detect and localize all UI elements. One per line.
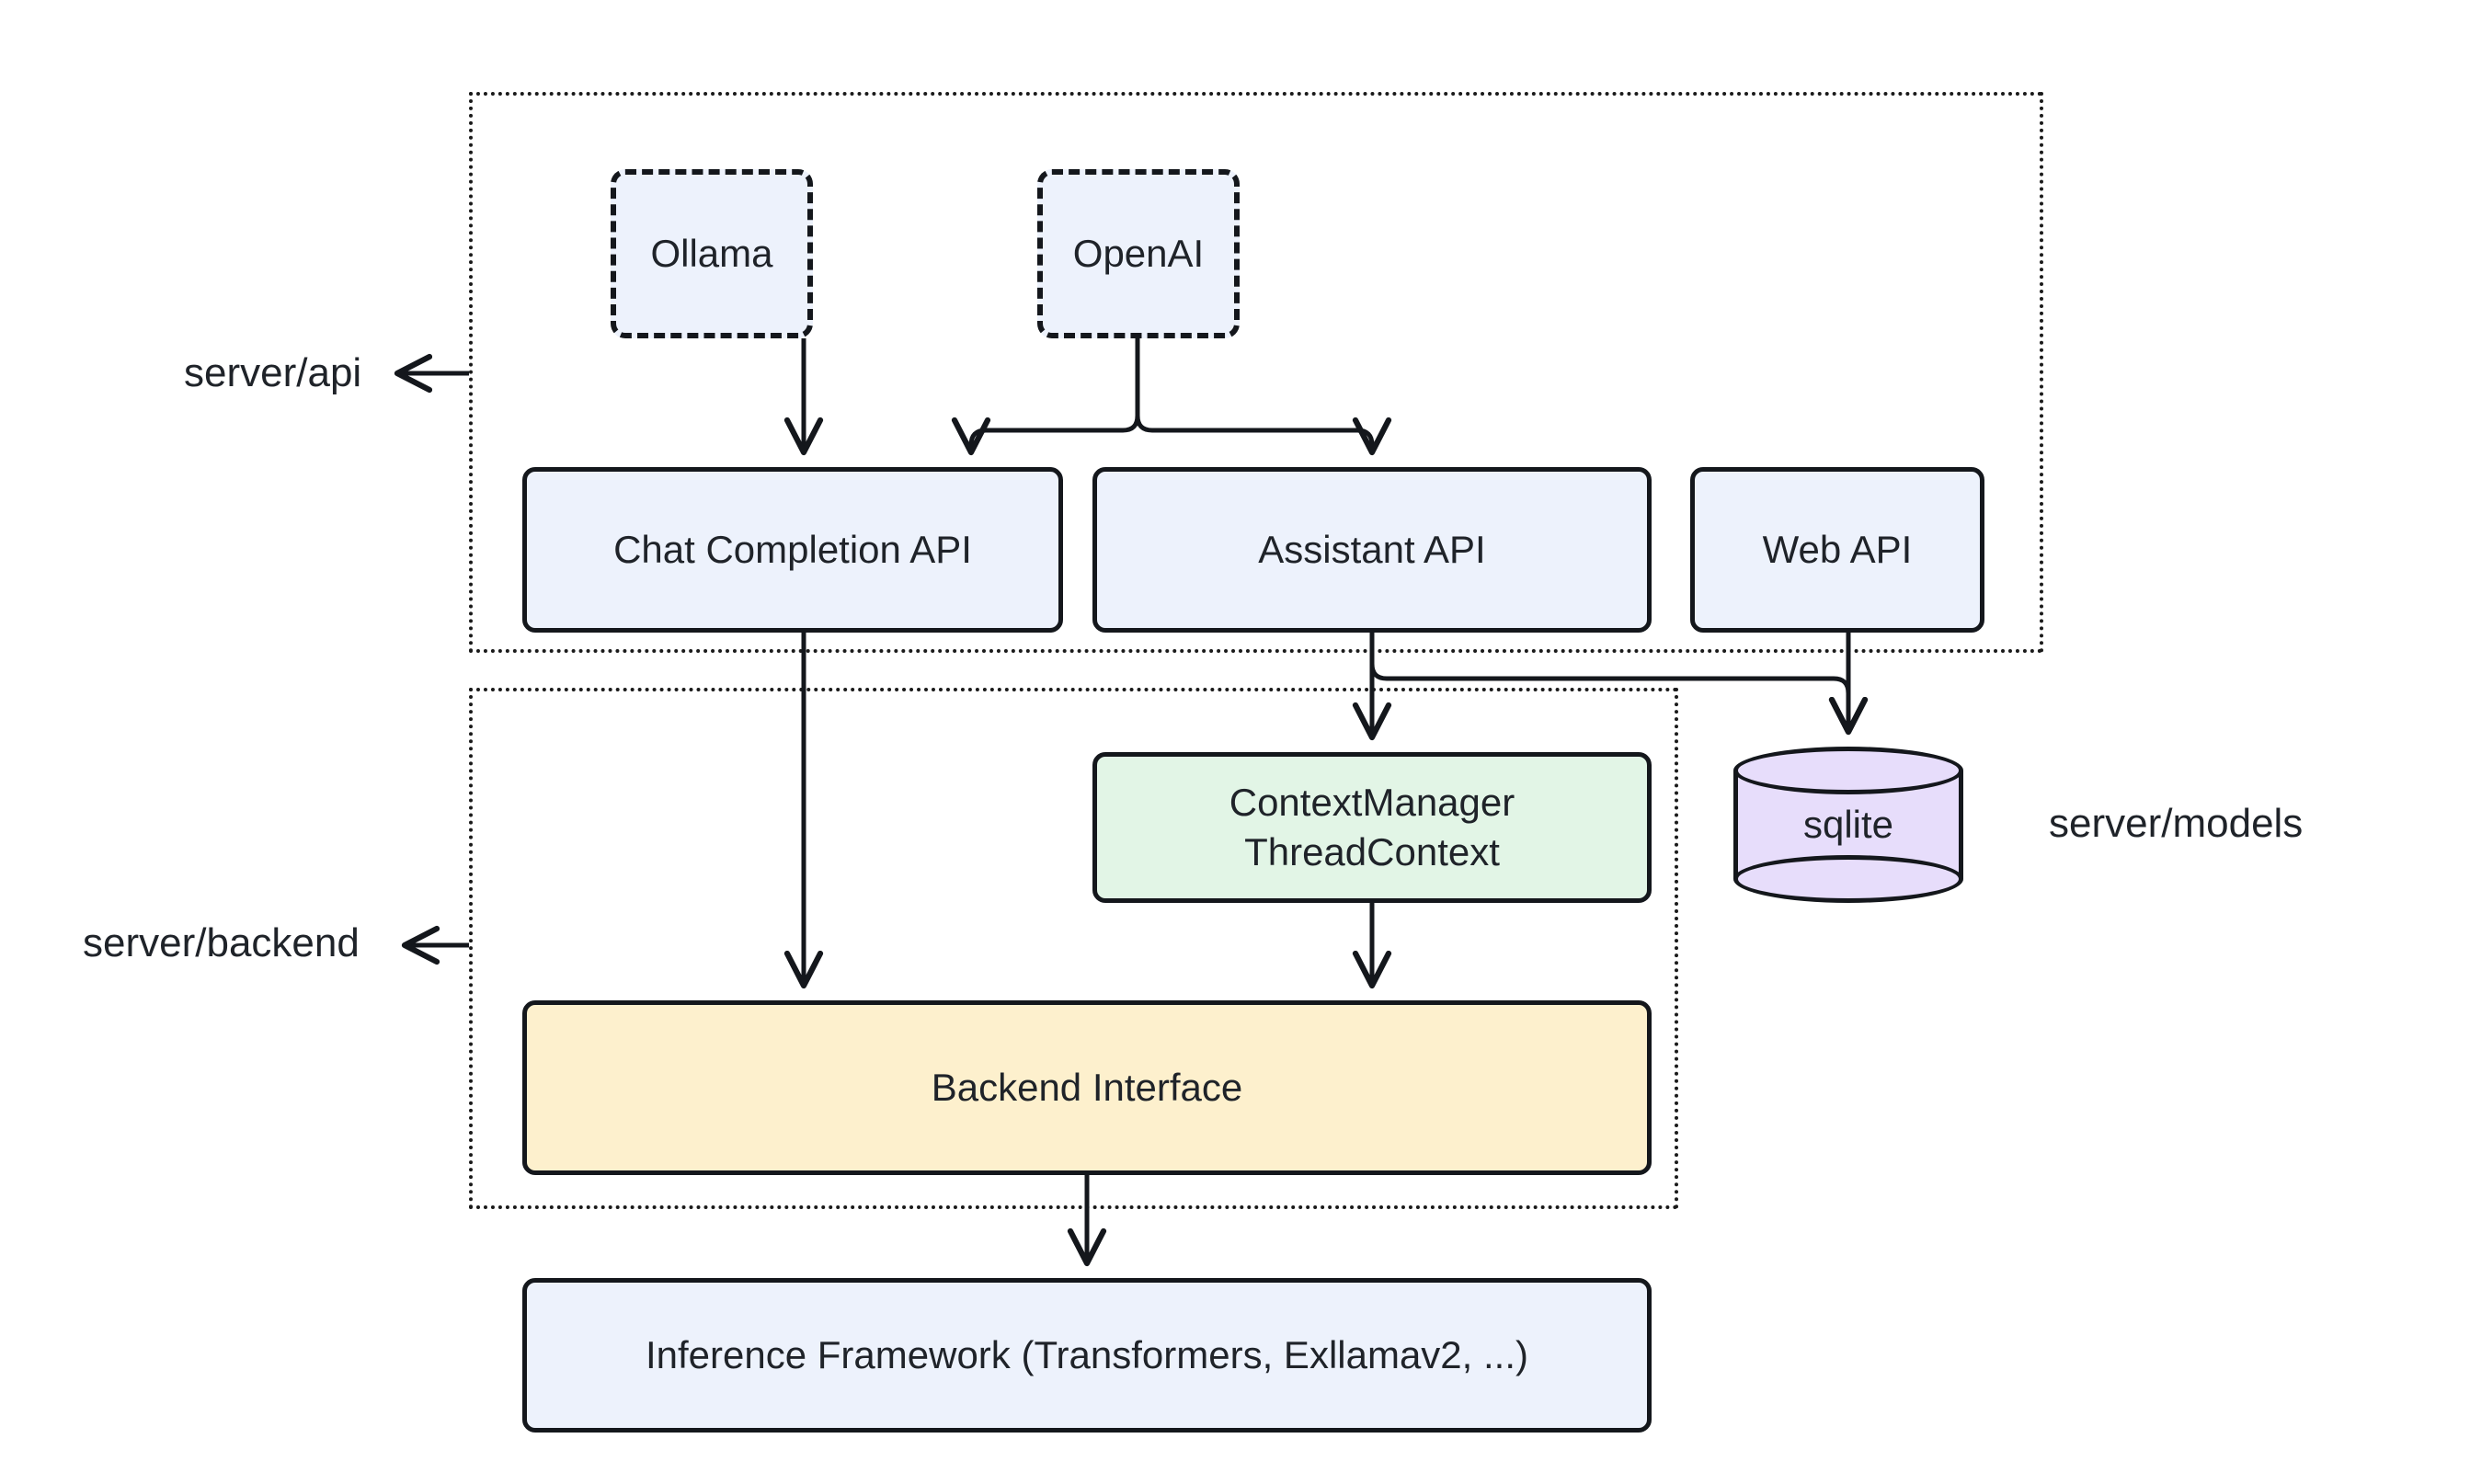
node-chat-completion-api[interactable]: Chat Completion API xyxy=(522,467,1063,633)
group-label-server-api: server/api xyxy=(184,349,476,397)
node-web-api-label: Web API xyxy=(1762,528,1913,572)
node-assistant-api-label: Assistant API xyxy=(1258,528,1486,572)
node-backend-interface[interactable]: Backend Interface xyxy=(522,1000,1652,1175)
node-ollama-label: Ollama xyxy=(650,232,773,276)
node-chat-completion-api-label: Chat Completion API xyxy=(613,528,972,572)
node-assistant-api[interactable]: Assistant API xyxy=(1092,467,1652,633)
node-inference-framework-label: Inference Framework (Transformers, Exlla… xyxy=(645,1333,1528,1377)
group-label-server-backend-text: server/backend xyxy=(83,920,360,965)
node-context-manager[interactable]: ContextManager ThreadContext xyxy=(1092,752,1652,903)
node-sqlite-database[interactable]: sqlite xyxy=(1733,747,1963,903)
sqlite-cylinder-top xyxy=(1733,747,1963,794)
node-openai-label: OpenAI xyxy=(1072,232,1205,276)
group-label-server-backend: server/backend xyxy=(83,919,478,967)
group-label-server-models: server/models xyxy=(2049,800,2417,848)
node-context-manager-label-line2: ThreadContext xyxy=(1244,830,1500,873)
sqlite-cylinder-bottom xyxy=(1733,855,1963,903)
node-sqlite-label: sqlite xyxy=(1802,803,1894,846)
node-openai[interactable]: OpenAI xyxy=(1037,169,1240,338)
node-ollama[interactable]: Ollama xyxy=(611,169,813,338)
node-inference-framework[interactable]: Inference Framework (Transformers, Exlla… xyxy=(522,1278,1652,1433)
node-web-api[interactable]: Web API xyxy=(1690,467,1984,633)
node-context-manager-label-line1: ContextManager xyxy=(1229,781,1515,825)
group-container-server-api xyxy=(469,92,2043,653)
group-label-server-models-text: server/models xyxy=(2049,801,2304,846)
node-backend-interface-label: Backend Interface xyxy=(931,1066,1243,1110)
group-container-server-backend xyxy=(469,688,1678,1209)
group-label-server-api-text: server/api xyxy=(184,350,362,395)
